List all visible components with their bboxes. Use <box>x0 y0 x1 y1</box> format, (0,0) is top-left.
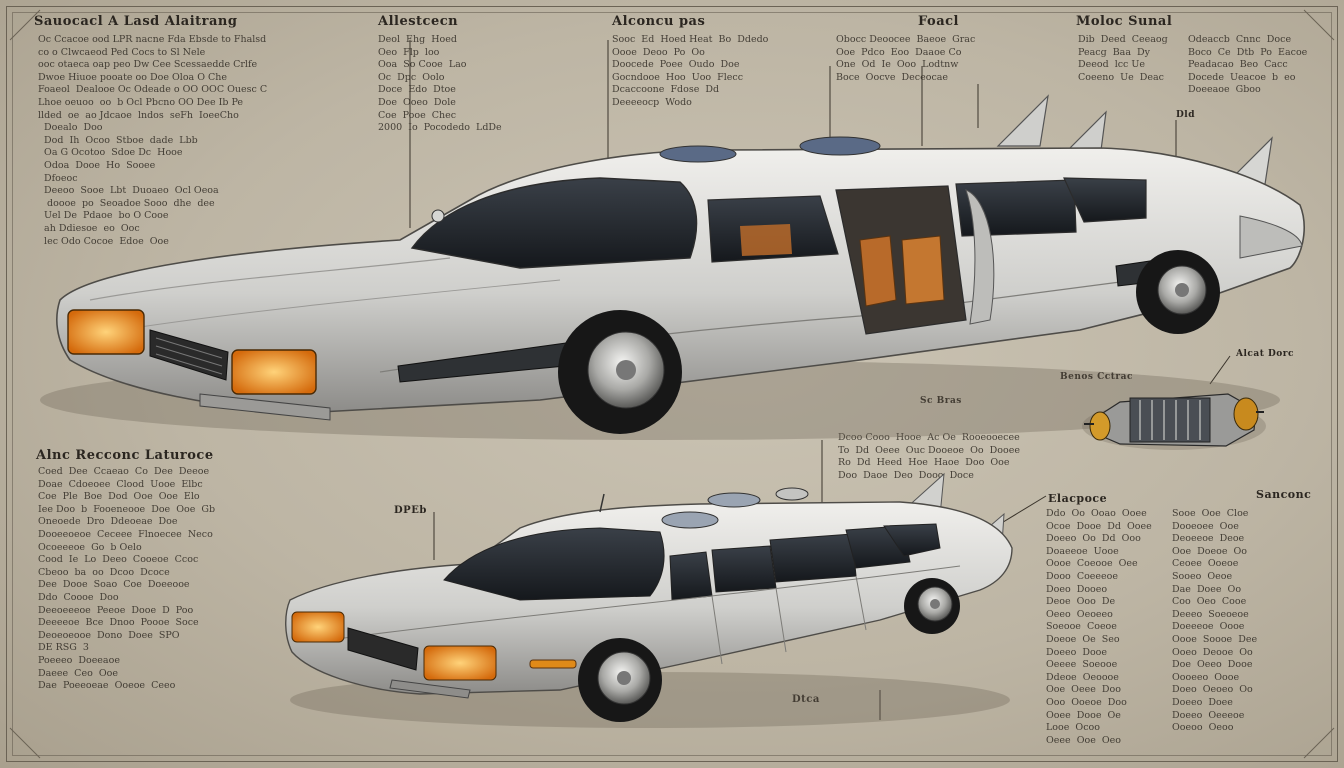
heading-top-center-left: Allestcecn <box>378 14 459 29</box>
text-block-mid-right: Ddo Oo Ooao Ooee Ocoe Dooe Dd Ooee Doeeo… <box>1046 508 1152 746</box>
front-seat <box>740 224 792 256</box>
lower-windshield <box>443 527 665 601</box>
side-mirror <box>431 209 445 223</box>
label-engine: Alcat Dorc <box>1236 349 1295 359</box>
heading-top-left: Sauocacl A Lasd Alaitrang <box>34 14 238 29</box>
limousine-main <box>40 94 1305 440</box>
rear-wheel <box>1136 250 1220 334</box>
text-block-far-right-top: Odeaccb Cnnc Doce Boco Ce Dtb Po Eacoe P… <box>1188 34 1308 96</box>
lower-grille <box>347 627 419 671</box>
lower-roof-pod-3 <box>775 487 809 501</box>
text-block-far-right: Sooe Ooe Cloe Dooeoee Ooe Deoeeoe Deoe O… <box>1172 508 1258 734</box>
lower-rear-wheel <box>904 578 960 634</box>
tail-fin-1 <box>996 94 1049 147</box>
turbine-intake <box>1089 411 1111 441</box>
headlight-right <box>231 349 317 395</box>
heading-top-right: Moloc Sunal <box>1076 14 1173 29</box>
turbine-core <box>1129 397 1211 443</box>
lower-window-5 <box>883 523 941 557</box>
side-marker <box>529 659 577 669</box>
front-wheel <box>558 310 682 434</box>
label-door: Sc Bras <box>920 396 962 406</box>
heading-mid-left: Alnc Recconc Laturoce <box>36 448 214 463</box>
text-block-top-center: Sooc Ed Hoed Heat Bo Ddedo Oooe Deoo Po … <box>612 34 769 108</box>
text-block-top-center-left: Deol Ehg Hoed Oeo Flp loo Ooa So Cooe La… <box>378 34 502 134</box>
text-block-top-right: Dib Deed Ceeaog Peacg Baa Dy Deeod lcc U… <box>1078 34 1168 83</box>
text-block-mid-left: Coed Dee Ccaeao Co Dee Deeoe Doae Cdoeoe… <box>38 466 216 692</box>
heading-top-center: Alconcu pas <box>612 14 706 29</box>
label-fin: Dld <box>1176 110 1196 120</box>
lower-headlight-right <box>423 645 497 681</box>
windshield <box>410 177 698 269</box>
turbine-engine <box>1082 393 1266 450</box>
seat-1 <box>859 235 897 307</box>
heading-mid-right: Elacpoce <box>1048 492 1108 505</box>
lower-headlight-left <box>291 611 345 643</box>
roof-light-1 <box>659 145 737 163</box>
label-front: DPEb <box>394 505 427 516</box>
text-block-top-left: Oc Ccacoe ood LPR nacne Fda Ebsde to Fha… <box>38 34 268 244</box>
text-block-top-center-right: Obocc Deoocee Baeoe Grac Ooe Pdco Eoo Da… <box>836 34 976 83</box>
text-block-engine-note: Dcoo Cooo Hooe Ac Oe Rooeooecee To Dd Oe… <box>838 432 1020 481</box>
lower-roof-pod-2 <box>707 492 761 508</box>
lower-roof-pod-1 <box>661 511 719 529</box>
turbine-exhaust <box>1233 397 1259 431</box>
heading-far-right: Sanconc <box>1256 488 1312 501</box>
limousine-secondary <box>285 472 1013 728</box>
corner-ornaments <box>9 9 1335 759</box>
headlight-left <box>67 309 145 355</box>
label-wheel: Dtca <box>792 694 820 705</box>
lower-window-2 <box>711 545 777 593</box>
lower-window-1 <box>669 551 713 601</box>
seat-2 <box>901 235 945 305</box>
lower-front-wheel <box>578 638 662 722</box>
lower-window-3 <box>769 533 857 583</box>
heading-top-center-right: Foacl <box>918 14 959 29</box>
side-window-3 <box>1063 177 1147 223</box>
label-engine-note: Benos Cctrac <box>1060 372 1133 382</box>
roof-light-2 <box>799 136 881 156</box>
